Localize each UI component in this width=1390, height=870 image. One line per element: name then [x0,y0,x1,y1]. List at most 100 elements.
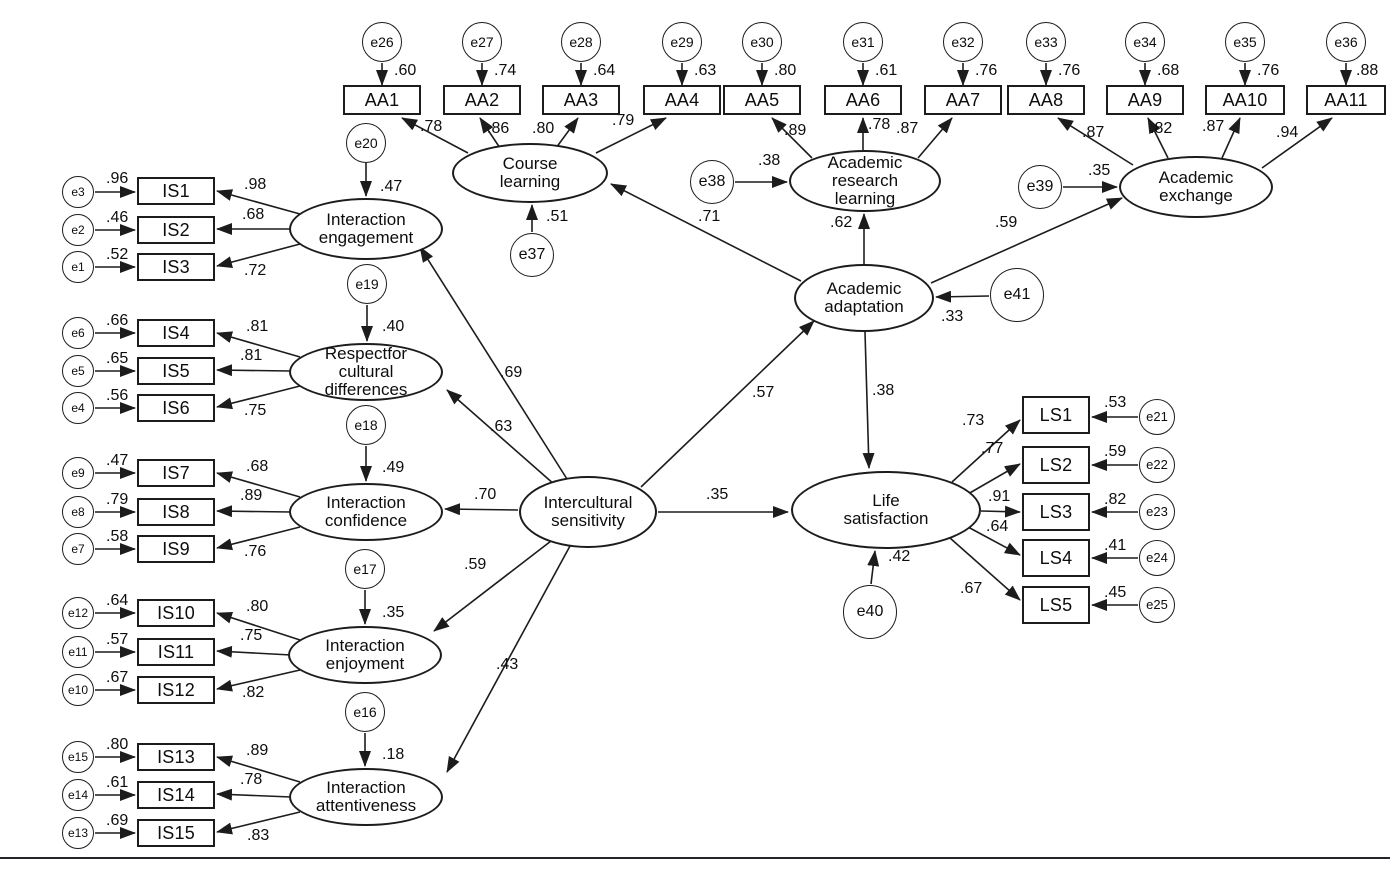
indicator-LS3-label: LS3 [1039,501,1073,522]
edge-rcd-is5 [216,364,292,377]
indicator-AA5: AA5 [723,85,801,115]
edge-ls-ls4 [967,526,1021,556]
error-e6-label: e6 [71,325,85,340]
indicator-IS6-label: IS6 [162,397,190,418]
error-e35: e35 [1225,22,1265,62]
squared-multiple-correlation: .56 [106,387,129,404]
edge-cl-aa3 [555,117,579,149]
squared-multiple-correlation: .74 [494,62,517,79]
error-e40-label: e40 [856,602,884,620]
error-e4-label: e4 [71,400,85,415]
indicator-AA11-label: AA11 [1324,89,1368,110]
edge-ae-aa9 [1147,117,1169,159]
edge-is-academic-adaptation [640,320,815,488]
error-e38-label: e38 [698,172,726,190]
error-e8-label: e8 [71,504,85,519]
error-e15-label: e15 [67,749,89,764]
path-coefficient-e18-confidence: .49 [382,459,405,476]
error-e29-label: e29 [670,33,694,50]
error-e18: e18 [346,405,386,445]
path-coefficient-ae-aa10: .87 [1202,118,1225,135]
indicator-IS6: IS6 [137,394,215,422]
error-e20: e20 [346,123,386,163]
indicator-AA1: AA1 [343,85,421,115]
latent-respect-cultural-differences: Respectfor cultural differences [289,343,443,401]
edge-ae-aa11 [1261,117,1333,169]
error-e32: e32 [943,22,983,62]
latent-life-satisfaction-label: Life satisfaction [843,491,929,528]
error-e28: e28 [561,22,601,62]
indicator-AA8: AA8 [1007,85,1085,115]
edge-cl-aa4 [595,117,667,154]
error-e30: e30 [742,22,782,62]
edge-is-engagement [419,246,568,480]
path-coefficient-ls-ls1: .73 [962,412,985,429]
error-e16: e16 [345,692,385,732]
path-coefficient-att-is15: .83 [247,827,270,844]
error-e22-label: e22 [1146,457,1168,473]
edge-rcd-is4 [216,331,301,358]
path-coefficient-e16-attentiveness: .18 [382,746,405,763]
squared-multiple-correlation: .57 [106,631,129,648]
error-e15: e15 [62,741,94,773]
error-e31-label: e31 [851,33,875,50]
indicator-IS4-label: IS4 [162,322,190,343]
edge-e40-life-satisfaction [867,550,880,585]
squared-multiple-correlation: .52 [106,246,129,263]
indicator-AA7: AA7 [924,85,1002,115]
squared-multiple-correlation: .64 [593,62,616,79]
indicator-IS2-label: IS2 [162,219,190,240]
latent-course-learning: Course learning [452,143,608,203]
indicator-AA7-label: AA7 [945,89,981,110]
error-e37-label: e37 [518,245,546,263]
indicator-IS11-label: IS11 [157,641,195,662]
path-coefficient-is-attentiveness: .43 [496,656,519,673]
squared-multiple-correlation: .59 [1104,443,1127,460]
indicator-IS2: IS2 [137,216,215,244]
latent-interaction-attentiveness-label: Interaction attentiveness [315,778,417,815]
latent-academic-adaptation-label: Academic adaptation [824,279,904,316]
error-e12: e12 [62,597,94,629]
latent-interaction-confidence: Interaction confidence [289,483,443,541]
indicator-AA2: AA2 [443,85,521,115]
error-e22: e22 [1139,447,1175,483]
latent-interaction-confidence-label: Interaction confidence [324,493,408,530]
indicator-LS4: LS4 [1022,539,1090,577]
error-e8: e8 [62,496,94,528]
error-e24: e24 [1139,540,1175,576]
squared-multiple-correlation: .67 [106,669,129,686]
edge-ae-aa10 [1221,117,1241,159]
error-e25: e25 [1139,587,1175,623]
indicator-AA4-label: AA4 [664,89,700,110]
squared-multiple-correlation: .61 [875,62,898,79]
edge-att-is14 [216,788,292,801]
edge-adaptation-course-learning [610,183,802,282]
indicator-IS15: IS15 [137,819,215,847]
path-coefficient-ls-ls4: .64 [986,518,1009,535]
edge-is-respect [446,389,556,486]
squared-multiple-correlation: .69 [106,812,129,829]
latent-academic-adaptation: Academic adaptation [794,264,934,332]
error-e40: e40 [843,585,897,639]
path-coefficient-eng-is2: .68 [242,206,265,223]
indicator-IS13: IS13 [137,743,215,771]
indicator-LS4-label: LS4 [1039,547,1073,568]
indicator-IS5: IS5 [137,357,215,385]
indicator-IS4: IS4 [137,319,215,347]
bottom-border-line [0,857,1390,859]
path-coefficient-ls-ls5: .67 [960,580,983,597]
indicator-AA3: AA3 [542,85,620,115]
error-e6: e6 [62,317,94,349]
error-e36: e36 [1326,22,1366,62]
edge-adaptation-life-satisfaction [862,331,875,469]
path-coefficient-cl-aa2: .86 [487,120,510,137]
latent-life-satisfaction: Life satisfaction [791,471,981,549]
error-e3: e3 [62,176,94,208]
error-e14-label: e14 [67,787,89,802]
latent-interaction-engagement-label: Interaction engagement [318,210,414,247]
edge-e41-adaptation [935,290,990,303]
indicator-AA9: AA9 [1106,85,1184,115]
path-coefficient-con-is7: .68 [246,458,269,475]
edge-att-is13 [216,755,301,783]
error-e30-label: e30 [750,33,774,50]
